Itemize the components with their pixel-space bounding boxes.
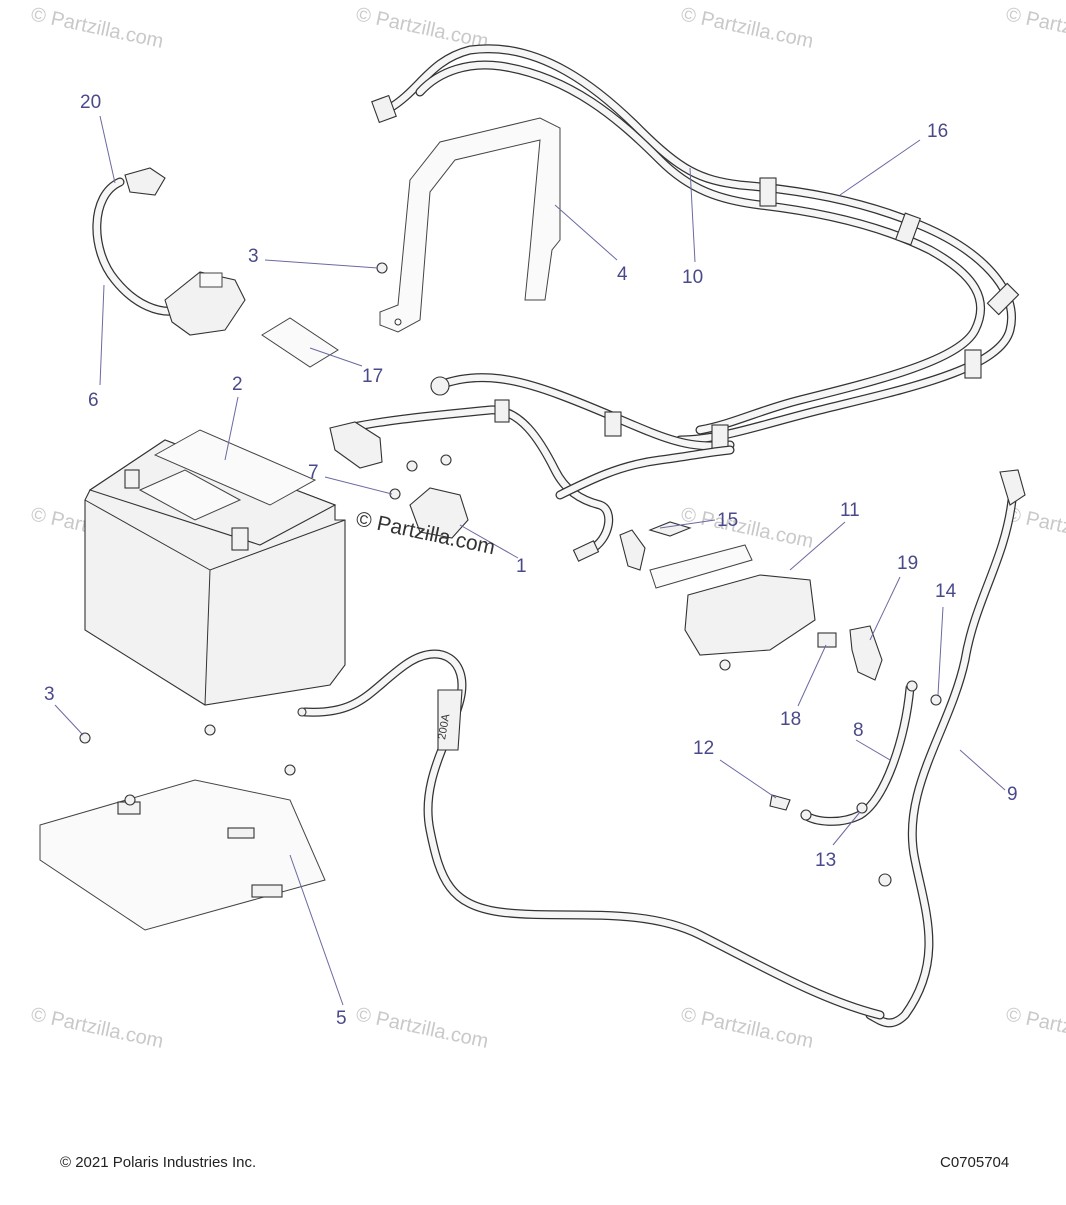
- callout-14: 14: [935, 581, 957, 602]
- battery: [84, 429, 346, 706]
- watermark: © Partzilla.com: [354, 1003, 490, 1053]
- callout-3b: 3: [44, 684, 55, 705]
- callout-6: 6: [88, 390, 99, 411]
- leader-lines: [54, 115, 1006, 1006]
- callout-3a: 3: [248, 246, 259, 267]
- callout-17: 17: [362, 366, 383, 387]
- center-harness: [329, 399, 735, 562]
- battery-tray: [39, 262, 388, 931]
- callouts: 1 2 3 3 4 5 6 7 8 9 10 11 12 13 14 15 16…: [44, 92, 1018, 1029]
- bracket-part: [379, 117, 561, 333]
- watermark: © Partzilla.com: [1004, 1003, 1066, 1053]
- copyright-text: © 2021 Polaris Industries Inc.: [60, 1154, 257, 1171]
- callout-16: 16: [927, 121, 948, 142]
- callout-2: 2: [232, 374, 243, 395]
- callout-4: 4: [617, 264, 628, 285]
- cable-6: [92, 167, 246, 336]
- watermark: © Partzilla.com: [679, 503, 815, 553]
- callout-1: 1: [516, 556, 527, 577]
- callout-19: 19: [897, 553, 918, 574]
- callout-18: 18: [780, 709, 801, 730]
- watermark: © Partzilla.com: [1004, 3, 1066, 53]
- callout-10: 10: [682, 267, 703, 288]
- callout-9: 9: [1007, 784, 1018, 805]
- watermark: © Partzilla.com: [679, 1003, 815, 1053]
- label-17: [261, 317, 339, 368]
- callout-12: 12: [693, 738, 714, 759]
- lower-cable: 200A: [297, 649, 885, 1020]
- callout-5: 5: [336, 1008, 347, 1029]
- callout-15: 15: [717, 510, 738, 531]
- ground-cable: [769, 680, 918, 826]
- watermark: © Partzilla.com: [29, 1003, 165, 1053]
- fuse-block: [619, 521, 816, 671]
- main-harness: [371, 44, 1020, 454]
- callout-13: 13: [815, 850, 836, 871]
- cable-9: [865, 469, 1026, 1028]
- solenoid-part: [389, 454, 469, 539]
- callout-8: 8: [853, 720, 864, 741]
- watermark: © Partzilla.com: [29, 3, 165, 53]
- callout-20: 20: [80, 92, 101, 113]
- watermark: © Partzilla.com: [679, 3, 815, 53]
- fuse-marking: 200A: [436, 712, 452, 740]
- callout-11: 11: [840, 500, 860, 521]
- figure-code: C0705704: [940, 1154, 1010, 1171]
- callout-7: 7: [308, 462, 319, 483]
- relay-parts: [817, 625, 942, 706]
